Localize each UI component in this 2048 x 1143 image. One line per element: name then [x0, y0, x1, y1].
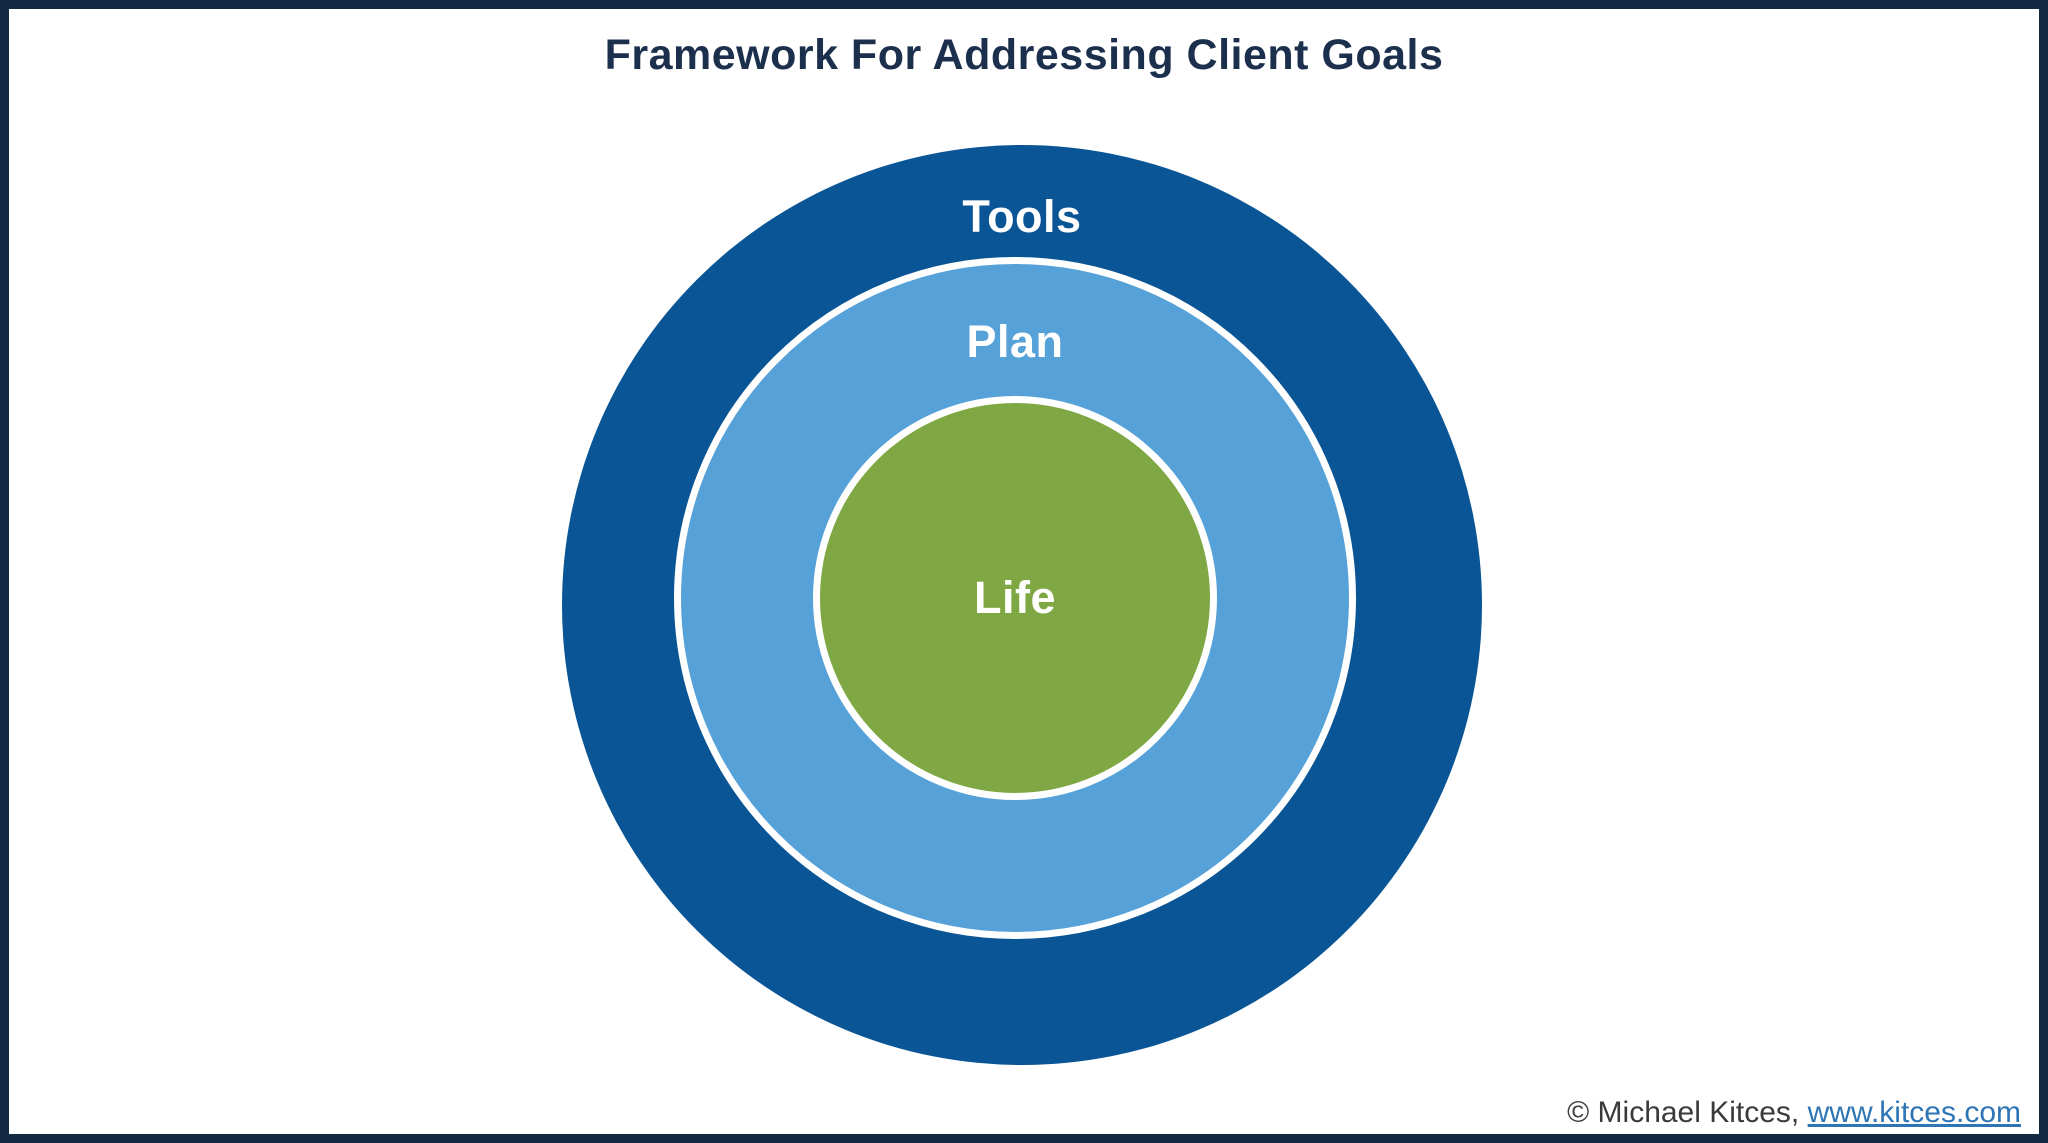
ring-plan-label: Plan — [966, 316, 1064, 367]
ring-life: Life — [813, 396, 1217, 800]
footer: © Michael Kitces, www.kitces.com — [1567, 1096, 2021, 1130]
ring-life-label: Life — [973, 572, 1056, 623]
copyright-text: © Michael Kitces, — [1567, 1096, 1800, 1129]
page-title: Framework For Addressing Client Goals — [604, 31, 1444, 79]
kitces-link[interactable]: www.kitces.com — [1807, 1096, 2021, 1129]
ring-plan: Plan Life — [674, 257, 1356, 939]
ring-tools-label: Tools — [962, 191, 1082, 242]
ring-tools: Tools Plan Life — [562, 145, 1482, 1065]
